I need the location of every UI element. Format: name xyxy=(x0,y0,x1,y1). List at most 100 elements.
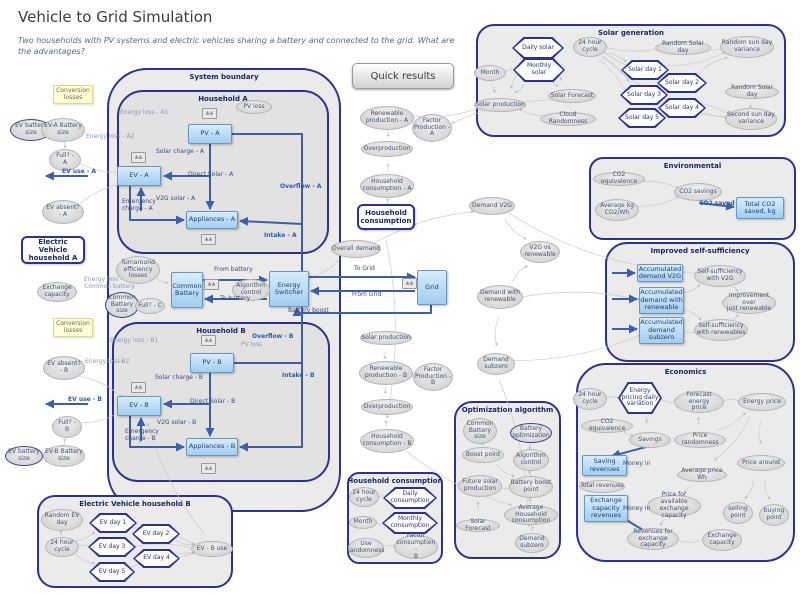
acc-demand-v2g[interactable]: Accumulated demand V2G xyxy=(637,264,683,282)
pv-b[interactable]: PV - B xyxy=(190,353,234,373)
ev-battery-size-a[interactable]: EV battery size xyxy=(10,119,52,141)
renewable-prod-b[interactable]: Renewable production - B xyxy=(359,361,413,385)
energy-switcher[interactable]: Energy Switcher xyxy=(269,271,309,307)
daily-solar[interactable]: Daily solar xyxy=(512,37,564,59)
demand-subzero-mid[interactable]: Demand subzero xyxy=(477,353,515,375)
algorithm-control-mid[interactable]: Algorithm control xyxy=(232,279,270,301)
solar-day-4[interactable]: Solar day 4 xyxy=(658,98,706,118)
ev-absent-b[interactable]: EV absent? - B xyxy=(43,356,85,380)
ev-b[interactable]: EV - B xyxy=(117,396,161,416)
pv-loss-a[interactable]: PV loss xyxy=(236,100,272,114)
random-solar-day-top[interactable]: Random Solar day xyxy=(655,40,711,55)
price-randomness[interactable]: Price randomness xyxy=(674,432,726,448)
ev-absent-a[interactable]: EV absent? - A xyxy=(42,200,84,224)
ev-day-4[interactable]: EV day 4 xyxy=(133,549,180,568)
future-solar-prod[interactable]: Future solar production xyxy=(458,475,502,497)
solar-production-sg[interactable]: Solar production xyxy=(474,98,526,112)
common-battery-size-opt[interactable]: Common Battery size xyxy=(463,418,497,444)
price-around[interactable]: Price around xyxy=(737,455,785,471)
random-ev-day[interactable]: Random EV day xyxy=(41,509,83,531)
ss-v2g[interactable]: Self-sufficiency with V2G xyxy=(694,265,746,287)
total-co2-saved[interactable]: Total CO2 saved, kg xyxy=(736,197,784,219)
solar-day-5[interactable]: Solar day 5 xyxy=(618,108,666,128)
exchange-cap-revenues[interactable]: Exchange capacity revenues xyxy=(584,495,628,522)
demand-v2g[interactable]: Demand V2G xyxy=(469,197,515,215)
use-randomness[interactable]: Use randomness xyxy=(347,538,385,558)
ev-day-1[interactable]: EV day 1 xyxy=(89,513,137,533)
saving-revenues[interactable]: Saving revenues xyxy=(582,455,627,476)
solar-day-1[interactable]: Solar day 1 xyxy=(621,60,669,80)
overall-demand[interactable]: Overall demand xyxy=(331,240,381,258)
revenues-for-exchange[interactable]: Revenues for exchange capacity xyxy=(627,528,679,550)
co2-equiv-econ[interactable]: CO2 equivalence xyxy=(581,418,633,433)
energy-pricing-hex[interactable]: Energy pricing daily variation xyxy=(618,382,662,414)
h24-sg[interactable]: 24 hour cycle xyxy=(573,37,607,57)
grid[interactable]: Grid xyxy=(417,270,447,305)
full-c[interactable]: Full? - C xyxy=(135,298,165,314)
ev-day-2[interactable]: EV day 2 xyxy=(132,524,180,544)
common-battery[interactable]: Common Battery xyxy=(171,272,203,308)
note-b[interactable]: Conversion losses xyxy=(53,318,93,337)
ev-battery-size-b[interactable]: EV battery size xyxy=(5,446,43,466)
overproduction-b[interactable]: Overproduction xyxy=(361,399,413,415)
buying-point[interactable]: buying point xyxy=(759,504,789,526)
cloud-randomness[interactable]: Cloud Randomness xyxy=(540,111,596,126)
h24-econ[interactable]: 24 hour cycle xyxy=(573,388,607,410)
demand-subzero-opt[interactable]: Demand subzero xyxy=(515,533,549,553)
avg-kg-co2[interactable]: Average kg CO2/Wh xyxy=(595,199,639,221)
algorithm-control-opt[interactable]: Algorithm control xyxy=(513,449,549,471)
v2g-renewable[interactable]: V2G vs renewable xyxy=(520,241,560,263)
random-sun-variance[interactable]: Random sun day variance xyxy=(720,36,774,58)
common-battery-size[interactable]: Common Battery size xyxy=(105,292,139,318)
co2-equiv-env[interactable]: CO2 equivalence xyxy=(593,171,645,186)
daily-consumption[interactable]: Daily consumption xyxy=(383,487,437,509)
turnaround[interactable]: Turnaround efficiency losses xyxy=(116,256,160,284)
factor-prod-b[interactable]: Factor Production - B xyxy=(413,363,453,391)
boost-point[interactable]: Boost point xyxy=(462,447,504,463)
exchange-capacity-left[interactable]: Exchange capacity xyxy=(37,282,77,302)
ss-renewables[interactable]: Self-sufficiency with renewables xyxy=(694,319,748,341)
second-sun-variance[interactable]: Second sun day variance xyxy=(725,108,777,130)
factor-consumption-b[interactable]: Factor consumption - B xyxy=(394,532,438,560)
month-sg[interactable]: Month xyxy=(474,65,506,81)
note-a[interactable]: Conversion losses xyxy=(53,85,93,104)
appliances-a[interactable]: Appliances - A xyxy=(186,211,238,229)
exchange-capacity-econ[interactable]: Exchange capacity xyxy=(702,529,742,551)
battery-optimization[interactable]: Battery optimization xyxy=(510,423,552,443)
solar-day-3[interactable]: Solar day 3 xyxy=(620,85,668,105)
solar-day-2[interactable]: Solar day 2 xyxy=(657,73,707,93)
full-a[interactable]: Full? - A xyxy=(49,149,81,171)
quick-results-button[interactable]: Quick results xyxy=(352,63,454,89)
monthly-consumption[interactable]: Monthly consumption xyxy=(382,512,438,534)
ev-a[interactable]: EV - A xyxy=(117,166,161,186)
month-hc[interactable]: Month xyxy=(349,516,377,529)
co2-savings[interactable]: CO2 savings xyxy=(674,183,722,201)
acc-demand-subzero[interactable]: Accumulated demand subzero xyxy=(639,317,684,344)
renewable-prod-a[interactable]: Renewable production - A xyxy=(360,106,414,130)
demand-renewable[interactable]: Demand with renewable xyxy=(477,285,523,309)
battery-boost-point[interactable]: Battery boost point xyxy=(509,476,553,498)
ev-a-battery-size[interactable]: EV-A Battery size xyxy=(41,118,85,142)
monthly-solar[interactable]: Monthly solar xyxy=(513,58,565,82)
energy-price[interactable]: Energy price xyxy=(738,393,786,411)
household-consumption-tb[interactable]: Household consumption xyxy=(357,204,415,230)
ev-day-5[interactable]: EV day 5 xyxy=(89,562,135,582)
solar-production-mid[interactable]: Solar production xyxy=(360,331,412,345)
solar-forecast-sg[interactable]: Solar Forecast xyxy=(548,89,596,103)
pv-a[interactable]: PV - A xyxy=(188,124,232,144)
ev-b-use[interactable]: EV - B use xyxy=(191,541,233,557)
h24-evb[interactable]: 24 hour cycle xyxy=(45,537,79,557)
full-b[interactable]: Full? - B xyxy=(52,416,82,438)
factor-prod-a[interactable]: Factor Production - A xyxy=(412,114,452,142)
solar-forecast-opt[interactable]: Solar Forecast xyxy=(456,518,500,532)
avg-household-cons[interactable]: Average Household consumption xyxy=(504,504,558,525)
price-for-available[interactable]: Price for available exchange capacity xyxy=(647,491,701,519)
improvement-over[interactable]: Improvement over just renewable xyxy=(722,292,776,314)
overproduction-a[interactable]: Overproduction xyxy=(361,141,413,157)
avg-price-wh[interactable]: Average price Wh xyxy=(677,467,727,482)
random-solar-day-right[interactable]: Random Solar day xyxy=(725,84,779,99)
acc-demand-renew[interactable]: Accumulated demand with renewable xyxy=(639,287,684,314)
h24-hc[interactable]: 24 hour cycle xyxy=(349,487,379,507)
ev-household-a-tb[interactable]: Electric Vehicle household A xyxy=(21,236,85,264)
